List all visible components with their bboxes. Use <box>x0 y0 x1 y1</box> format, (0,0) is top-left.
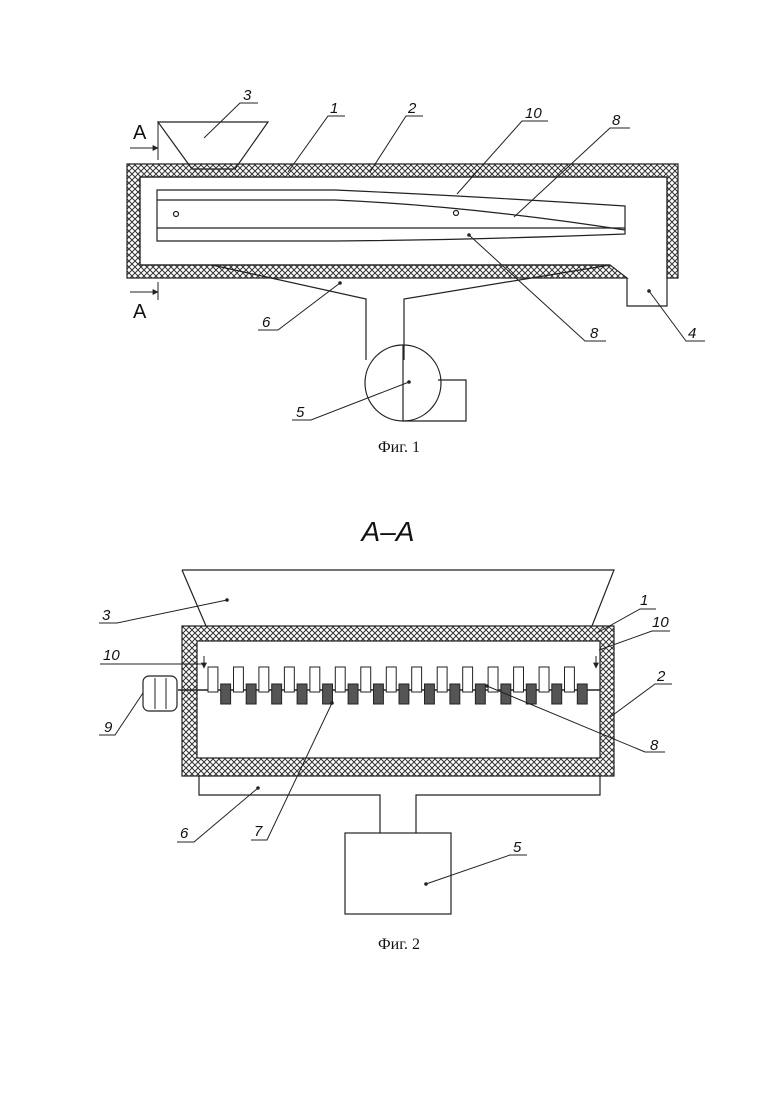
label-2: 2 <box>656 668 666 685</box>
rotor-blades <box>208 667 587 704</box>
label-1: 1 <box>330 100 338 117</box>
drive-motor <box>143 676 177 711</box>
drum-inner-line <box>157 200 625 230</box>
rotor-blade <box>539 667 549 692</box>
rotor-blade <box>565 667 575 692</box>
rotor-blade <box>526 684 536 704</box>
rotor-blade <box>386 667 396 692</box>
label-6: 6 <box>180 825 189 842</box>
rotor-blade <box>437 667 447 692</box>
label-8-top: 8 <box>612 112 621 129</box>
label-10-right: 10 <box>652 614 669 631</box>
label-3: 3 <box>243 87 252 104</box>
label-3: 3 <box>102 607 111 624</box>
loading-hopper <box>182 570 614 626</box>
rotor-blade <box>412 667 422 692</box>
rotor-blade <box>348 684 358 704</box>
rotor-blade <box>221 684 231 704</box>
shaft-support <box>454 211 459 216</box>
label-9: 9 <box>104 719 113 736</box>
rotor-blade <box>450 684 460 704</box>
rotor-blade <box>514 667 524 692</box>
label-10-left: 10 <box>103 647 120 664</box>
label-2: 2 <box>407 100 417 117</box>
shaft-end-left <box>174 212 179 217</box>
rotor-blade <box>323 684 333 704</box>
fan <box>345 833 451 914</box>
label-7: 7 <box>254 823 263 840</box>
rotor-blade <box>425 684 435 704</box>
label-4: 4 <box>688 325 696 342</box>
rotor-blade <box>577 684 587 704</box>
rotor-blade <box>335 667 345 692</box>
rotor-blade <box>208 667 218 692</box>
discharge-outlet <box>627 278 667 306</box>
rotor-blade <box>297 684 307 704</box>
label-5: 5 <box>296 404 305 421</box>
rotor-blade <box>399 684 409 704</box>
figure-1: А А 3 1 2 10 8 8 4 6 5 <box>127 87 705 456</box>
drum-conveyor <box>157 190 625 241</box>
rotor-blade <box>310 667 320 692</box>
section-mark-top: А <box>133 122 147 144</box>
label-10: 10 <box>525 105 542 122</box>
label-5: 5 <box>513 839 522 856</box>
housing-insulation <box>127 164 678 278</box>
rotor-blade <box>361 667 371 692</box>
figure-2: А–А 3 1 10 10 <box>99 516 672 953</box>
label-6: 6 <box>262 314 271 331</box>
rotor-blade <box>374 684 384 704</box>
rotor-blade <box>259 667 269 692</box>
rotor-blade <box>475 684 485 704</box>
figure-1-callouts: 3 1 2 10 8 8 4 6 5 <box>204 87 705 421</box>
rotor-assembly <box>178 667 600 704</box>
label-8: 8 <box>650 737 659 754</box>
section-mark-bottom: А <box>133 301 147 323</box>
rotor-blade <box>272 684 282 704</box>
rotor-blade <box>552 684 562 704</box>
rotor-blade <box>463 667 473 692</box>
fan-outlet <box>403 345 466 421</box>
label-8-bottom: 8 <box>590 325 599 342</box>
rotor-blade <box>234 667 244 692</box>
rotor-blade <box>246 684 256 704</box>
figure-1-caption: Фиг. 1 <box>378 439 420 456</box>
label-1: 1 <box>640 592 648 609</box>
figure-2-caption: Фиг. 2 <box>378 936 420 953</box>
section-title: А–А <box>360 516 415 547</box>
rotor-blade <box>284 667 294 692</box>
